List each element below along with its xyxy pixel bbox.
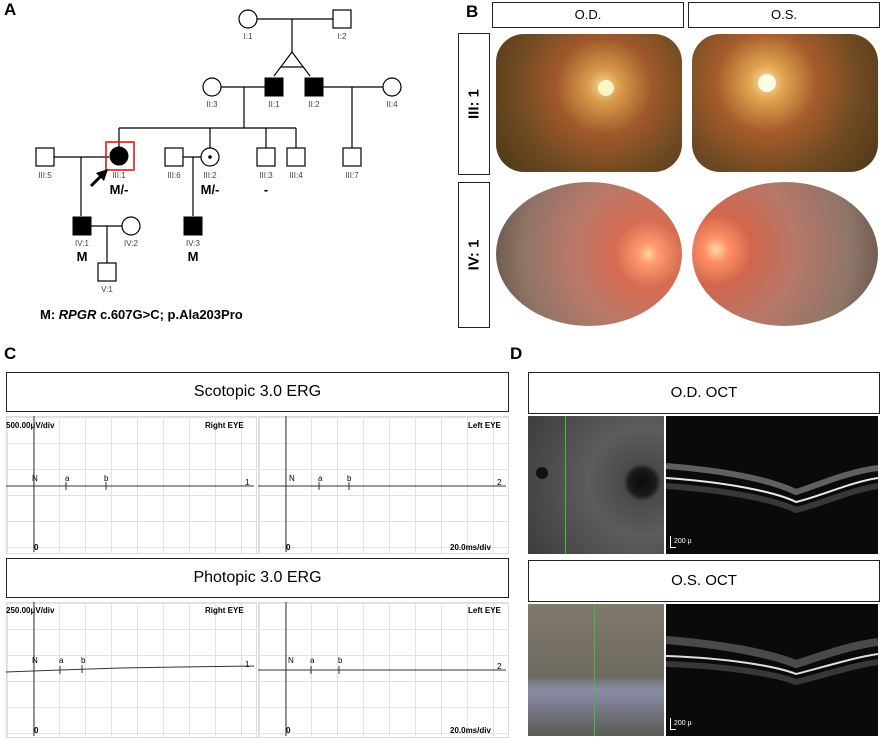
erg-phot-r-a: a bbox=[59, 656, 64, 665]
pedigree-II1-affected-male bbox=[264, 77, 284, 97]
genotype-IV1: M bbox=[76, 249, 88, 264]
node-label-II4: II:4 bbox=[386, 100, 398, 109]
erg-scot-l-a: a bbox=[318, 474, 323, 483]
node-label-IV1: IV:1 bbox=[75, 239, 89, 248]
erg-phot-time-scale: 20.0ms/div bbox=[450, 726, 491, 735]
oct-od-bscan-image: 200 µ bbox=[666, 416, 878, 554]
erg-scotopic-scale: 500.00μV/div bbox=[6, 421, 55, 430]
erg-scotopic-left-panel bbox=[258, 416, 509, 554]
erg-scotopic-right-eye: Right EYE bbox=[205, 421, 244, 430]
erg-phot-l-ch: 2 bbox=[497, 662, 502, 671]
erg-photopic-left-eye: Left EYE bbox=[468, 606, 501, 615]
fundus-IV1-os bbox=[692, 182, 878, 326]
node-label-III6: III:6 bbox=[167, 171, 181, 180]
oct-os-bscan-image: 200 µ bbox=[666, 604, 878, 736]
mutation-gene: RPGR bbox=[58, 307, 97, 322]
node-label-III1: III:1 bbox=[112, 171, 126, 180]
erg-scot-l-ch: 2 bbox=[497, 478, 502, 487]
node-label-V1: V:1 bbox=[101, 285, 113, 294]
pedigree-IV1-affected-male bbox=[72, 216, 92, 236]
erg-scot-l-N: N bbox=[289, 474, 295, 483]
erg-scot-r-zero: 0 bbox=[34, 543, 39, 552]
panel-label-a: A bbox=[4, 0, 17, 19]
fundus-III1-os bbox=[692, 34, 878, 172]
pedigree-II2-affected-male bbox=[304, 77, 324, 97]
erg-phot-r-b: b bbox=[81, 656, 86, 665]
erg-scot-r-ch: 1 bbox=[245, 478, 250, 487]
fundus-IV1-od bbox=[496, 182, 682, 326]
erg-phot-r-N: N bbox=[32, 656, 38, 665]
genotype-III3: - bbox=[263, 182, 269, 197]
erg-scot-r-b: b bbox=[104, 474, 109, 483]
pedigree-IV3-affected-male bbox=[183, 216, 203, 236]
erg-phot-l-N: N bbox=[288, 656, 294, 665]
oct-os-scale-bar: 200 µ bbox=[674, 720, 692, 727]
node-label-II1: II:1 bbox=[268, 100, 280, 109]
mutation-legend: M: RPGR c.607G>C; p.Ala203Pro bbox=[40, 307, 243, 322]
erg-photopic-right-eye: Right EYE bbox=[205, 606, 244, 615]
proband-highlight-box bbox=[105, 141, 135, 171]
node-label-III7: III:7 bbox=[345, 171, 359, 180]
pedigree-III6-male bbox=[164, 147, 184, 167]
node-label-III5: III:5 bbox=[38, 171, 52, 180]
node-label-III2: III:2 bbox=[203, 171, 217, 180]
carrier-dot bbox=[208, 155, 212, 159]
row-label-IV1: IV: 1 bbox=[458, 182, 490, 328]
erg-scot-r-a: a bbox=[65, 474, 70, 483]
erg-scotopic-right-panel bbox=[6, 416, 257, 554]
oct-od-scale-bar: 200 µ bbox=[674, 538, 692, 545]
oct-od-title: O.D. OCT bbox=[528, 372, 880, 414]
erg-scotopic-left-eye: Left EYE bbox=[468, 421, 501, 430]
node-label-III4: III:4 bbox=[289, 171, 303, 180]
erg-phot-r-ch: 1 bbox=[245, 660, 250, 669]
erg-scot-l-zero: 0 bbox=[286, 543, 291, 552]
oct-os-title: O.S. OCT bbox=[528, 560, 880, 602]
node-label-II2: II:2 bbox=[308, 100, 320, 109]
pedigree-III7-male bbox=[342, 147, 362, 167]
erg-phot-l-b: b bbox=[338, 656, 343, 665]
pedigree-chart bbox=[35, 9, 402, 282]
pedigree-II3-female bbox=[202, 77, 222, 97]
proband-arrow-icon bbox=[89, 169, 108, 188]
column-header-od: O.D. bbox=[492, 2, 684, 28]
oct-os-fundus-image bbox=[528, 604, 664, 736]
column-header-os: O.S. bbox=[688, 2, 880, 28]
mutation-variant: c.607G>C; p.Ala203Pro bbox=[99, 307, 243, 322]
pedigree-I2-male bbox=[332, 9, 352, 29]
node-label-II3: II:3 bbox=[206, 100, 218, 109]
row-label-III1: III: 1 bbox=[458, 33, 490, 175]
erg-phot-r-zero: 0 bbox=[34, 726, 39, 735]
panel-label-b: B bbox=[466, 2, 479, 21]
node-label-IV2: IV:2 bbox=[124, 239, 138, 248]
genotype-III1: M/- bbox=[109, 182, 129, 197]
erg-phot-l-a: a bbox=[310, 656, 315, 665]
pedigree-I1-female bbox=[238, 9, 258, 29]
panel-label-d: D bbox=[510, 344, 523, 363]
pedigree-V1-male bbox=[97, 262, 117, 282]
erg-scot-l-b: b bbox=[347, 474, 352, 483]
pedigree-IV2-female bbox=[121, 216, 141, 236]
erg-photopic-title: Photopic 3.0 ERG bbox=[6, 558, 509, 598]
node-label-I1: I:1 bbox=[243, 32, 253, 41]
mutation-prefix: M: bbox=[40, 307, 56, 322]
fundus-III1-od bbox=[496, 34, 682, 172]
node-label-I2: I:2 bbox=[337, 32, 347, 41]
node-label-IV3: IV:3 bbox=[186, 239, 200, 248]
panel-label-c: C bbox=[4, 344, 17, 363]
pedigree-III4-male bbox=[286, 147, 306, 167]
erg-scotopic-title: Scotopic 3.0 ERG bbox=[6, 372, 509, 412]
erg-photopic-scale: 250.00μV/div bbox=[6, 606, 55, 615]
pedigree-III1-affected-female bbox=[109, 146, 129, 166]
erg-scot-r-N: N bbox=[32, 474, 38, 483]
pedigree-III3-male bbox=[256, 147, 276, 167]
genotype-III2: M/- bbox=[200, 182, 220, 197]
erg-phot-l-zero: 0 bbox=[286, 726, 291, 735]
oct-od-fundus-image bbox=[528, 416, 664, 554]
genotype-IV3: M bbox=[187, 249, 199, 264]
erg-traces bbox=[5, 416, 506, 736]
node-label-III3: III:3 bbox=[259, 171, 273, 180]
pedigree-II4-female bbox=[382, 77, 402, 97]
pedigree-III5-male bbox=[35, 147, 55, 167]
erg-scot-time-scale: 20.0ms/div bbox=[450, 543, 491, 552]
